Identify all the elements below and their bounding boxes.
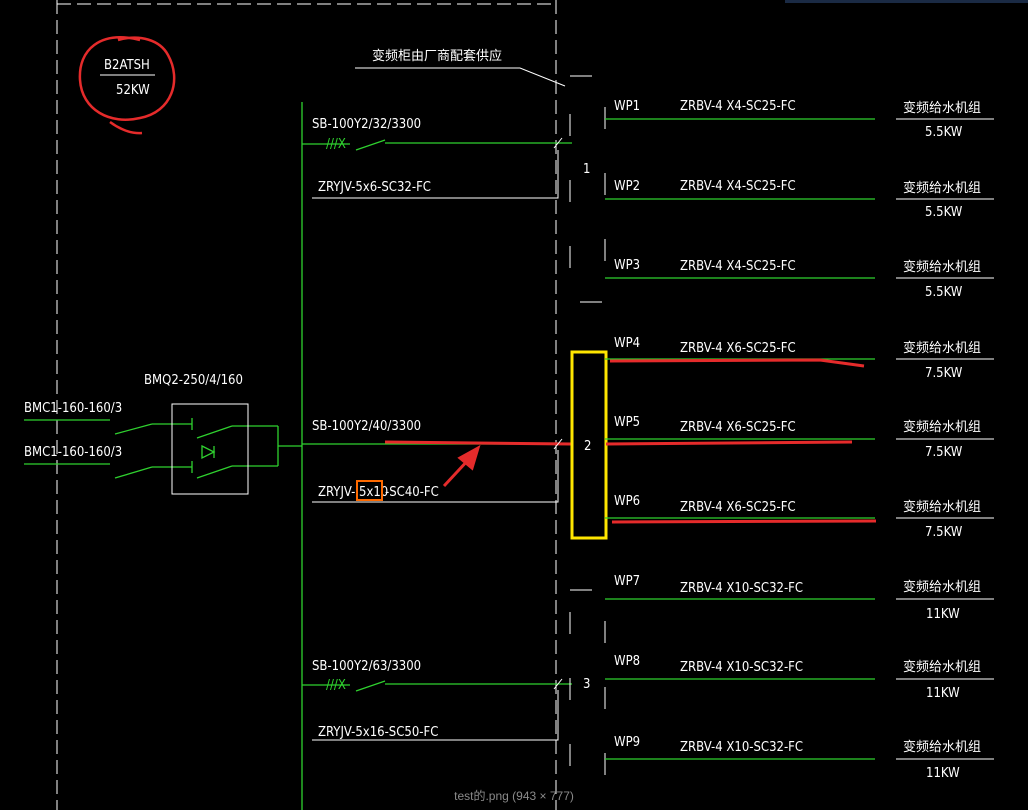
red-overlay-line [605,440,853,446]
output-circuits: WP1 ZRBV-4 X4-SC25-FC 变频给水机组 5.5KW WP2 Z… [605,99,994,781]
branch3-breaker: SB-100Y2/63/3300 [312,659,421,674]
output-load: 变频给水机组 [903,419,981,435]
branch1-switch [355,139,386,151]
output-cable: ZRBV-4 X10-SC32-FC [680,581,803,596]
panel-label: B2ATSH 52KW [78,36,176,135]
ats-box [171,403,249,495]
output-cable: ZRBV-4 X10-SC32-FC [680,660,803,675]
output-id: WP5 [614,415,640,430]
output-row: WP7 ZRBV-4 X10-SC32-FC 变频给水机组 11KW [605,574,994,622]
output-id: WP1 [614,99,640,114]
panel-name: B2ATSH [104,58,150,73]
incoming-section: BMC1-160-160/3 BMC1-160-160/3 BMQ2-250/4… [24,373,302,495]
output-cable: ZRBV-4 X4-SC25-FC [680,99,796,114]
branch2-red-overlay-line [384,440,573,446]
output-power: 7.5KW [925,366,963,381]
supplier-note: 变频柜由厂商配套供应 [355,48,566,87]
output-cable: ZRBV-4 X6-SC25-FC [680,500,796,515]
ats-switch-top [196,425,233,439]
feeder2-switch [114,466,153,479]
red-circle-annotation [78,36,176,135]
image-viewer-caption: test的.png (943 × 777) [454,789,574,803]
branch2-cable-leader [312,450,559,503]
output-row: WP2 ZRBV-4 X4-SC25-FC 变频给水机组 5.5KW [605,179,994,220]
branch3-cable-tick [553,678,563,690]
output-id: WP9 [614,735,640,750]
vfd-box-1 [569,75,606,303]
branch1-cable-tick [553,137,563,149]
output-id: WP8 [614,654,640,669]
output-load: 变频给水机组 [903,100,981,116]
output-load: 变频给水机组 [903,340,981,356]
ats-label: BMQ2-250/4/160 [144,373,243,388]
output-power: 7.5KW [925,445,963,460]
window-top-strip [785,0,1028,3]
output-load: 变频给水机组 [903,739,981,755]
panel-power: 52KW [116,83,150,98]
orange-highlight-box [356,480,383,501]
output-id: WP4 [614,336,640,351]
branch2-cable-tick [553,438,563,450]
feeder2-label: BMC1-160-160/3 [24,445,122,460]
branch3-switch [355,680,386,692]
output-row: WP3 ZRBV-4 X4-SC25-FC 变频给水机组 5.5KW [605,258,994,300]
output-cable: ZRBV-4 X6-SC25-FC [680,420,796,435]
output-id: WP6 [614,494,640,509]
output-load: 变频给水机组 [903,180,981,196]
branch1-cable: ZRYJV-5x6-SC32-FC [318,180,431,195]
branch-3: SB-100Y2/63/3300 ///X ZRYJV-5x16-SC50-FC… [302,589,606,776]
output-id: WP7 [614,574,640,589]
branch2-breaker: SB-100Y2/40/3300 [312,419,421,434]
output-power: 5.5KW [925,125,963,140]
ats-switch-bot [196,465,233,479]
vfd-box-2-yellow-highlight [570,350,608,540]
output-load: 变频给水机组 [903,659,981,675]
output-cable: ZRBV-4 X6-SC25-FC [680,341,796,356]
output-row: WP8 ZRBV-4 X10-SC32-FC 变频给水机组 11KW [605,654,994,701]
output-load: 变频给水机组 [903,499,981,515]
output-row: WP5 ZRBV-4 X6-SC25-FC 变频给水机组 7.5KW [605,415,994,460]
output-load: 变频给水机组 [903,259,981,275]
output-row: WP6 ZRBV-4 X6-SC25-FC 变频给水机组 7.5KW [605,494,994,540]
output-power: 7.5KW [925,525,963,540]
output-load: 变频给水机组 [903,579,981,595]
output-row: WP4 ZRBV-4 X6-SC25-FC 变频给水机组 7.5KW [605,336,994,381]
output-row: WP1 ZRBV-4 X4-SC25-FC 变频给水机组 5.5KW [605,99,994,140]
red-arrow-annotation [442,444,481,488]
vfd-box-1-number: 1 [583,162,590,177]
branch2-cable-suffix: -SC40-FC [385,485,439,500]
red-overlay-line [611,519,877,524]
supplier-note-leader [355,67,566,87]
output-cable: ZRBV-4 X4-SC25-FC [680,179,796,194]
output-cable: ZRBV-4 X10-SC32-FC [680,740,803,755]
branch3-cable: ZRYJV-5x16-SC50-FC [318,725,438,740]
output-power: 11KW [926,686,960,701]
output-id: WP2 [614,179,640,194]
output-power: 5.5KW [925,205,963,220]
cabinet-frame [56,0,557,810]
ats-diode-symbol [201,444,216,460]
red-overlay-line [609,358,865,368]
branch2-cable-prefix: ZRYJV- [318,485,355,500]
output-power: 11KW [926,607,960,622]
branch3-cable-leader [312,690,559,741]
branch1-breaker: SB-100Y2/32/3300 [312,117,421,132]
output-power: 5.5KW [925,285,963,300]
feeder1-label: BMC1-160-160/3 [24,401,122,416]
branch2-cable-highlight: 5x10 [359,485,388,500]
output-power: 11KW [926,766,960,781]
vfd-box-2-number: 2 [584,439,591,454]
supplier-note-text: 变频柜由厂商配套供应 [372,48,502,64]
vfd-box-3 [569,589,606,776]
feeder1-switch [114,423,153,435]
branch1-cable-leader [312,150,559,199]
branch-2: SB-100Y2/40/3300 ZRYJV- 5x10 -SC40-FC 2 [302,350,608,540]
branch-1: SB-100Y2/32/3300 ///X ZRYJV-5x6-SC32-FC … [302,75,606,303]
output-id: WP3 [614,258,640,273]
output-row: WP9 ZRBV-4 X10-SC32-FC 变频给水机组 11KW [605,735,994,781]
output-cable: ZRBV-4 X4-SC25-FC [680,259,796,274]
vfd-box-3-number: 3 [583,677,590,692]
